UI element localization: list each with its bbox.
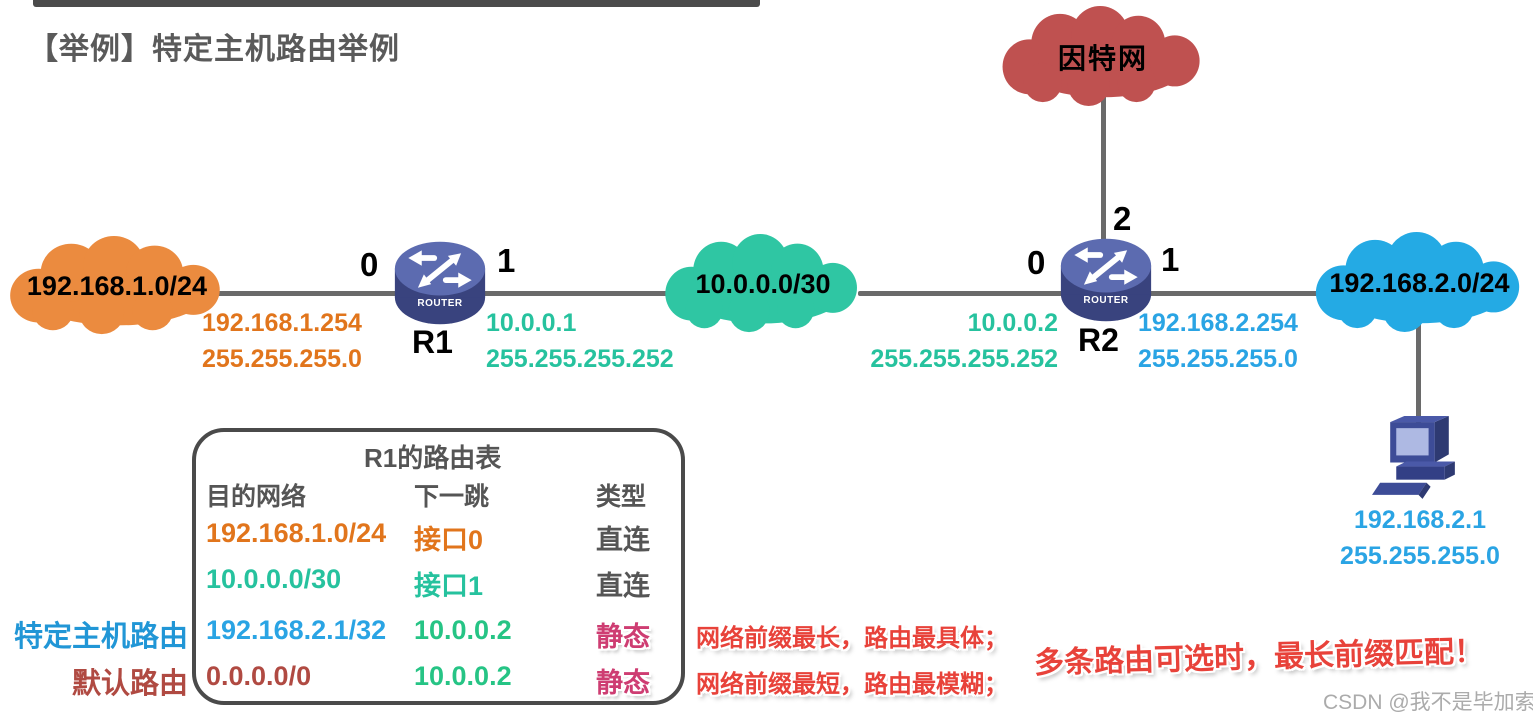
cloud-wan-label: 10.0.0.0/30 xyxy=(695,268,831,299)
r2-interface-0-label: 0 xyxy=(1027,244,1046,281)
link-wan-r2 xyxy=(858,291,1108,296)
table-row-0-type: 直连 xyxy=(596,525,650,555)
table-row-2-type: 静态 xyxy=(596,622,650,652)
col-header-next-hop: 下一跳 xyxy=(414,483,490,511)
r1-interface-1-label: 1 xyxy=(497,242,516,279)
watermark: CSDN @我不是毕加索 xyxy=(1323,691,1533,714)
annotation-longest-prefix-match-rule: 多条路由可选时，最长前缀匹配！ xyxy=(1033,635,1485,680)
ip-line: 10.0.0.2 xyxy=(967,309,1058,337)
r1-interface-0-label: 0 xyxy=(360,246,379,283)
router-r2-name: R2 xyxy=(1078,322,1119,358)
mask-line: 255.255.255.0 xyxy=(1340,542,1500,570)
cloud-lan1-label: 192.168.1.0/24 xyxy=(26,270,208,301)
ip-label-r2-lan: 192.168.2.254 255.255.255.0 xyxy=(1138,305,1298,377)
network-cloud-internet: 因特网 xyxy=(993,6,1213,108)
link-lan2-host xyxy=(1416,322,1421,440)
table-row-1-dest: 10.0.0.0/30 xyxy=(206,564,342,594)
table-row-3-type: 静态 xyxy=(596,668,650,698)
ip-label-host: 192.168.2.1 255.255.255.0 xyxy=(1318,502,1522,574)
network-cloud-lan1: 192.168.1.0/24 xyxy=(0,236,234,336)
link-r1-wan xyxy=(440,291,760,296)
router-badge: ROUTER xyxy=(417,298,463,310)
router-r2: ROUTER xyxy=(1058,233,1154,327)
link-lan1-r1 xyxy=(150,291,445,296)
r2-interface-2-label: 2 xyxy=(1113,200,1132,237)
ip-line: 192.168.2.1 xyxy=(1353,506,1487,534)
table-row-0-next-hop: 接口0 xyxy=(414,525,484,555)
table-row-0-dest: 192.168.1.0/24 xyxy=(206,518,387,548)
link-internet-r2 xyxy=(1101,95,1106,260)
cloud-lan2-label: 192.168.2.0/24 xyxy=(1329,267,1510,298)
mask-line: 255.255.255.252 xyxy=(870,345,1058,373)
network-cloud-lan2: 192.168.2.0/24 xyxy=(1306,232,1533,334)
mask-line: 255.255.255.0 xyxy=(202,345,362,373)
ip-line: 10.0.0.1 xyxy=(486,309,577,337)
router-badge: ROUTER xyxy=(1083,295,1129,307)
ip-label-lan1-gateway: 192.168.1.254 255.255.255.0 xyxy=(202,305,362,377)
router-r1-name: R1 xyxy=(412,324,453,360)
table-row-1-type: 直连 xyxy=(596,571,650,601)
router-icon xyxy=(392,236,488,330)
routing-table-box xyxy=(192,428,685,705)
link-r2-lan2 xyxy=(1106,291,1366,296)
table-row-2-next-hop: 10.0.0.2 xyxy=(414,615,512,645)
annotation-shortest-prefix: 网络前缀最短，路由最模糊； xyxy=(696,671,1008,698)
r2-interface-1-label: 1 xyxy=(1161,241,1180,278)
ip-label-r1-wan: 10.0.0.1 255.255.255.252 xyxy=(486,305,674,377)
cropped-text-strip xyxy=(33,0,760,7)
page-title: 【举例】特定主机路由举例 xyxy=(28,33,400,66)
mask-line: 255.255.255.252 xyxy=(486,345,674,373)
annotation-longest-prefix: 网络前缀最长，路由最具体； xyxy=(696,625,1008,652)
network-cloud-wan: 10.0.0.0/30 xyxy=(656,234,870,334)
table-row-1-next-hop: 接口1 xyxy=(414,571,484,601)
default-route-row-label: 默认路由 xyxy=(71,668,188,700)
cloud-internet-label: 因特网 xyxy=(1057,43,1148,74)
ip-line: 192.168.1.254 xyxy=(202,309,362,337)
mask-line: 255.255.255.0 xyxy=(1138,345,1298,373)
ip-label-r2-wan: 10.0.0.2 255.255.255.252 xyxy=(846,305,1058,377)
table-row-3-dest: 0.0.0.0/0 xyxy=(206,661,312,691)
col-header-destination: 目的网络 xyxy=(206,483,307,511)
router-r1: ROUTER xyxy=(392,236,488,330)
ip-line: 192.168.2.254 xyxy=(1138,309,1298,337)
computer-icon xyxy=(1372,414,1468,510)
col-header-type: 类型 xyxy=(596,483,647,511)
table-row-3-next-hop: 10.0.0.2 xyxy=(414,661,512,691)
table-row-2-dest: 192.168.2.1/32 xyxy=(206,615,387,645)
routing-table-title: R1的路由表 xyxy=(364,443,502,473)
host-computer-icon xyxy=(1372,414,1468,510)
host-route-row-label: 特定主机路由 xyxy=(13,621,188,653)
